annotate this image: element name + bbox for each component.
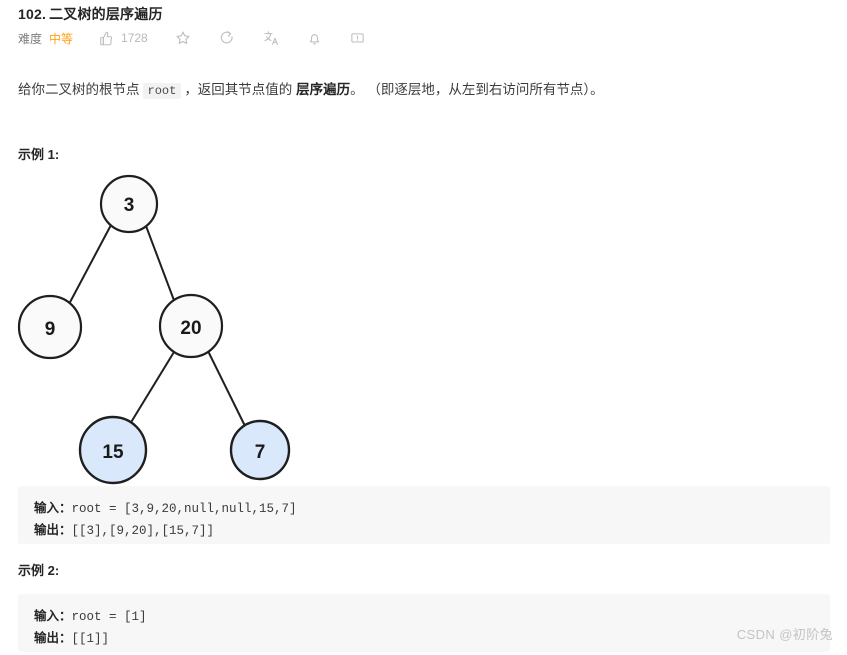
- edge-right-rightleft: [129, 351, 175, 425]
- example-2-output-line: 输出：[[1]]: [34, 628, 830, 650]
- tree-edges: [67, 224, 246, 427]
- tree-label-20: 20: [180, 318, 201, 339]
- tree-node-20: [158, 293, 224, 359]
- csdn-watermark: CSDN @初阶兔: [736, 627, 833, 642]
- example-2-input-value: root = [1]: [71, 610, 147, 624]
- tree-node-labels: 3 9 20 15 7: [45, 195, 266, 463]
- binary-tree-diagram: 3 9 20 15 7: [0, 160, 330, 490]
- edge-root-right: [145, 225, 176, 304]
- example-2-input-key: 输入：: [34, 609, 72, 623]
- inline-code-root: root: [142, 83, 182, 99]
- page-title: 102.二叉树的层序遍历: [18, 4, 163, 24]
- translate-icon[interactable]: [263, 30, 279, 46]
- difficulty-label: 难度: [18, 31, 43, 46]
- example-1-output-value: [[3],[9,20],[15,7]]: [71, 524, 215, 538]
- example-2-heading: 示例 2:: [18, 563, 60, 578]
- bell-icon[interactable]: [307, 31, 322, 46]
- problem-meta-toolbar: 难度 中等 1728: [18, 29, 365, 47]
- comment-icon[interactable]: [350, 31, 365, 46]
- description-part-1: 给你二叉树的根节点: [18, 82, 140, 97]
- example-1-output-line: 输出：[[3],[9,20],[15,7]]: [34, 520, 830, 542]
- difficulty-badge: 中等: [49, 31, 74, 46]
- example-2-output-key: 输出：: [34, 631, 72, 645]
- tree-node-15: [78, 415, 148, 485]
- share-icon[interactable]: [219, 30, 235, 46]
- tree-label-3: 3: [124, 195, 135, 216]
- tree-label-9: 9: [45, 319, 56, 340]
- description-part-3: 。 （即逐层地，从左到右访问所有节点）。: [350, 82, 604, 97]
- example-2-output-value: [[1]]: [71, 632, 110, 646]
- example-1-input-value: root = [3,9,20,null,null,15,7]: [71, 502, 297, 516]
- edge-root-left: [67, 224, 112, 307]
- like-count: 1728: [121, 31, 148, 45]
- example-1-output-key: 输出：: [34, 523, 72, 537]
- thumbs-up-icon[interactable]: [99, 31, 114, 46]
- problem-title-text: 二叉树的层序遍历: [49, 6, 163, 22]
- problem-number: 102.: [18, 6, 47, 22]
- tree-node-7: [229, 419, 291, 481]
- tree-node-3: [99, 174, 159, 234]
- tree-label-7: 7: [255, 442, 266, 463]
- example-2-input-line: 输入：root = [1]: [34, 606, 830, 628]
- example-1-input-key: 输入：: [34, 501, 72, 515]
- tree-label-15: 15: [102, 442, 124, 463]
- star-icon[interactable]: [175, 30, 191, 46]
- tree-node-9: [17, 294, 83, 360]
- example-1-heading: 示例 1:: [18, 147, 60, 162]
- edge-right-rightright: [207, 350, 246, 427]
- example-2-code-block: 输入：root = [1] 输出：[[1]]: [18, 594, 830, 652]
- example-1-code-block: 输入：root = [3,9,20,null,null,15,7] 输出：[[3…: [18, 486, 830, 544]
- tree-nodes: [17, 174, 291, 485]
- description-part-2: ，返回其节点值的: [184, 82, 293, 97]
- description-emphasis: 层序遍历: [296, 82, 351, 97]
- binary-tree-svg: 3 9 20 15 7: [17, 174, 291, 485]
- example-1-input-line: 输入：root = [3,9,20,null,null,15,7]: [34, 498, 830, 520]
